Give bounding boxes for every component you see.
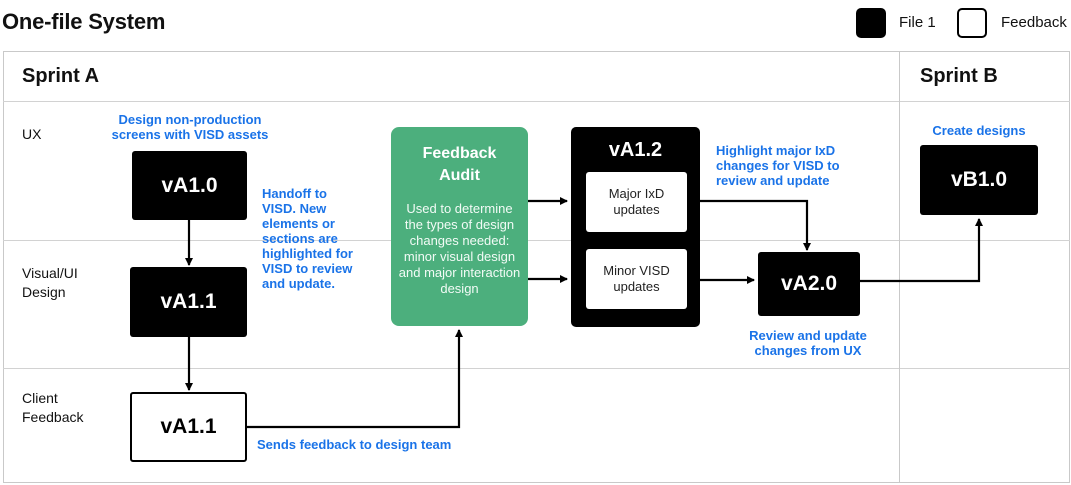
lane-divider-visual (3, 368, 1070, 369)
lane-label-client-feedback: Client Feedback (22, 390, 84, 425)
note-highlight-ixd: Highlight major IxD changes for VISD to … (716, 143, 840, 188)
arrow-va20-to-vb10 (860, 218, 983, 283)
node-va10: vA1.0 (132, 151, 247, 220)
minor-visd-updates-box: Minor VISD updates (586, 249, 687, 309)
node-va11: vA1.1 (130, 267, 247, 337)
node-vb10: vB1.0 (920, 145, 1038, 215)
page-title: One-file System (2, 9, 166, 34)
sprint-a-header: Sprint A (22, 65, 100, 87)
header-divider (3, 101, 1070, 102)
arrow-major-to-va20 (700, 199, 811, 251)
sprint-divider (899, 51, 900, 483)
node-va12-title: vA1.2 (608, 139, 663, 161)
legend-swatch-feedback (957, 8, 987, 38)
note-handoff: Handoff to VISD. New elements or section… (262, 186, 353, 291)
feedback-audit-title: Feedback Audit (422, 145, 497, 184)
node-va20: vA2.0 (758, 252, 860, 316)
lane-label-visual-ui-design: Visual/UI Design (22, 265, 78, 300)
note-non-production: Design non-production screens with VISD … (111, 112, 269, 142)
node-va11-feedback: vA1.1 (130, 392, 247, 462)
lane-label-ux: UX (22, 126, 42, 142)
sprint-b-header: Sprint B (920, 65, 998, 87)
note-review-ux: Review and update changes from UX (749, 328, 867, 358)
legend-swatch-file (856, 8, 886, 38)
legend-label-file: File 1 (899, 14, 936, 31)
legend-label-feedback: Feedback (1001, 14, 1067, 31)
arrow-feedback-to-audit (247, 329, 463, 429)
feedback-audit-box: Feedback Audit Used to determine the typ… (391, 127, 528, 326)
major-ixd-updates-box: Major IxD updates (586, 172, 687, 232)
swimlane-frame (3, 51, 1070, 483)
note-sends-feedback: Sends feedback to design team (257, 437, 452, 452)
feedback-audit-description: Used to determine the types of design ch… (398, 201, 521, 296)
note-create-designs: Create designs (932, 123, 1026, 138)
lane-divider-ux (3, 240, 1070, 241)
